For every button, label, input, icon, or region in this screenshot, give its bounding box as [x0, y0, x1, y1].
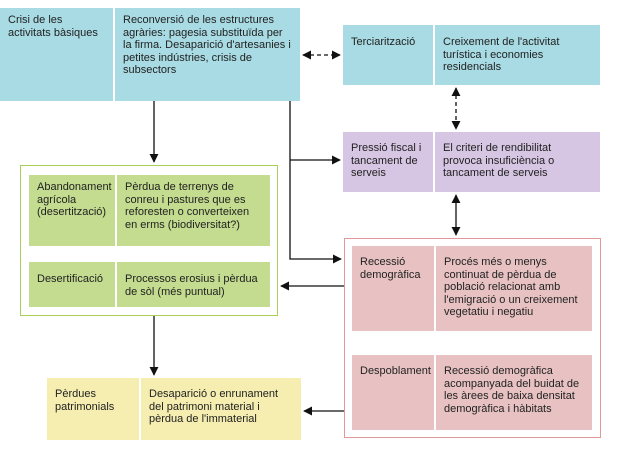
node-recessio: Recessió demogràfica Procés més o menys …: [352, 246, 592, 331]
perdues-label: Pèrdues patrimonials: [47, 378, 139, 440]
arrow-crisi-to-recessio: [289, 101, 342, 264]
pressio-desc: El criteri de rendibilitat provoca insuf…: [433, 132, 600, 192]
node-desertificacio: Desertificació Processos erosius i pèrdu…: [29, 262, 270, 307]
node-perdues: Pèrdues patrimonials Desaparició o enrun…: [47, 378, 301, 440]
abandonament-desc: Pèrdua de terrenys de conreu i pastures …: [115, 175, 270, 246]
despoblament-label: Despoblament: [352, 355, 434, 430]
recessio-desc: Procés més o menys continuat de pèrdua d…: [434, 246, 592, 331]
crisi-label: Crisi de les activitats bàsiques: [0, 8, 113, 101]
despoblament-desc: Recessió demogràfica acompanyada del bui…: [434, 355, 592, 430]
terciaritzacio-label: Terciarització: [343, 25, 433, 85]
node-abandonament: Abandonament agrícola (desertització) Pè…: [29, 175, 270, 246]
node-terciaritzacio: Terciarització Creixement de l'activitat…: [343, 25, 600, 85]
recessio-label: Recessió demogràfica: [352, 246, 434, 331]
perdues-desc: Desaparició o enrunament del patrimoni m…: [139, 378, 301, 440]
pressio-label: Pressió fiscal i tancament de serveis: [343, 132, 433, 192]
terciaritzacio-desc: Creixement de l'activitat turística i ec…: [433, 25, 600, 85]
crisi-desc: Reconversió de les estructures agràries:…: [113, 8, 300, 101]
node-crisi: Crisi de les activitats bàsiques Reconve…: [0, 8, 300, 101]
desertificacio-label: Desertificació: [29, 262, 115, 307]
node-pressio: Pressió fiscal i tancament de serveis El…: [343, 132, 600, 192]
desertificacio-desc: Processos erosius i pèrdua de sòl (més p…: [115, 262, 270, 307]
abandonament-label: Abandonament agrícola (desertització): [29, 175, 115, 246]
node-despoblament: Despoblament Recessió demogràfica acompa…: [352, 355, 592, 430]
